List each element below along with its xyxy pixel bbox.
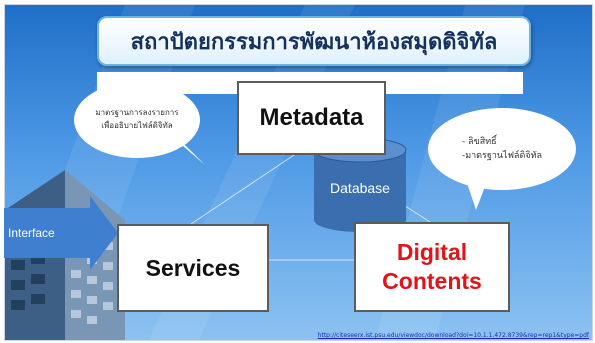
- digital-contents-box: Digital Contents: [354, 222, 510, 312]
- callout-left-line1: มาตรฐานการลงรายการ: [95, 108, 179, 118]
- callout-right: - ลิขสิทธิ์ -มาตรฐานไฟล์ดิจิทัล: [428, 108, 576, 190]
- source-link[interactable]: http://citeseerx.ist.psu.edu/viewdoc/dow…: [317, 332, 589, 339]
- callout-left-line2: เพื่ออธิบายไฟล์ดิจิทัล: [101, 121, 173, 130]
- interface-label: Interface: [8, 226, 55, 240]
- callout-right-line1: - ลิขสิทธิ์: [461, 136, 497, 147]
- callout-right-line2: -มาตรฐานไฟล์ดิจิทัล: [461, 151, 543, 161]
- bubble-left-tail: [176, 140, 205, 165]
- metadata-box: Metadata: [237, 81, 386, 155]
- database-label: Database: [330, 180, 390, 196]
- slide-title: สถาปัตยกรรมการพัฒนาห้องสมุดดิจิทัล: [97, 16, 531, 66]
- interface-arrow: [4, 196, 118, 270]
- services-box: Services: [117, 224, 269, 312]
- connector-metadata-services: [190, 150, 301, 225]
- digital-contents-line2: Contents: [382, 268, 482, 294]
- callout-left: มาตรฐานการลงรายการ เพื่ออธิบายไฟล์ดิจิทั…: [74, 82, 200, 158]
- digital-contents-line1: Digital: [396, 239, 468, 266]
